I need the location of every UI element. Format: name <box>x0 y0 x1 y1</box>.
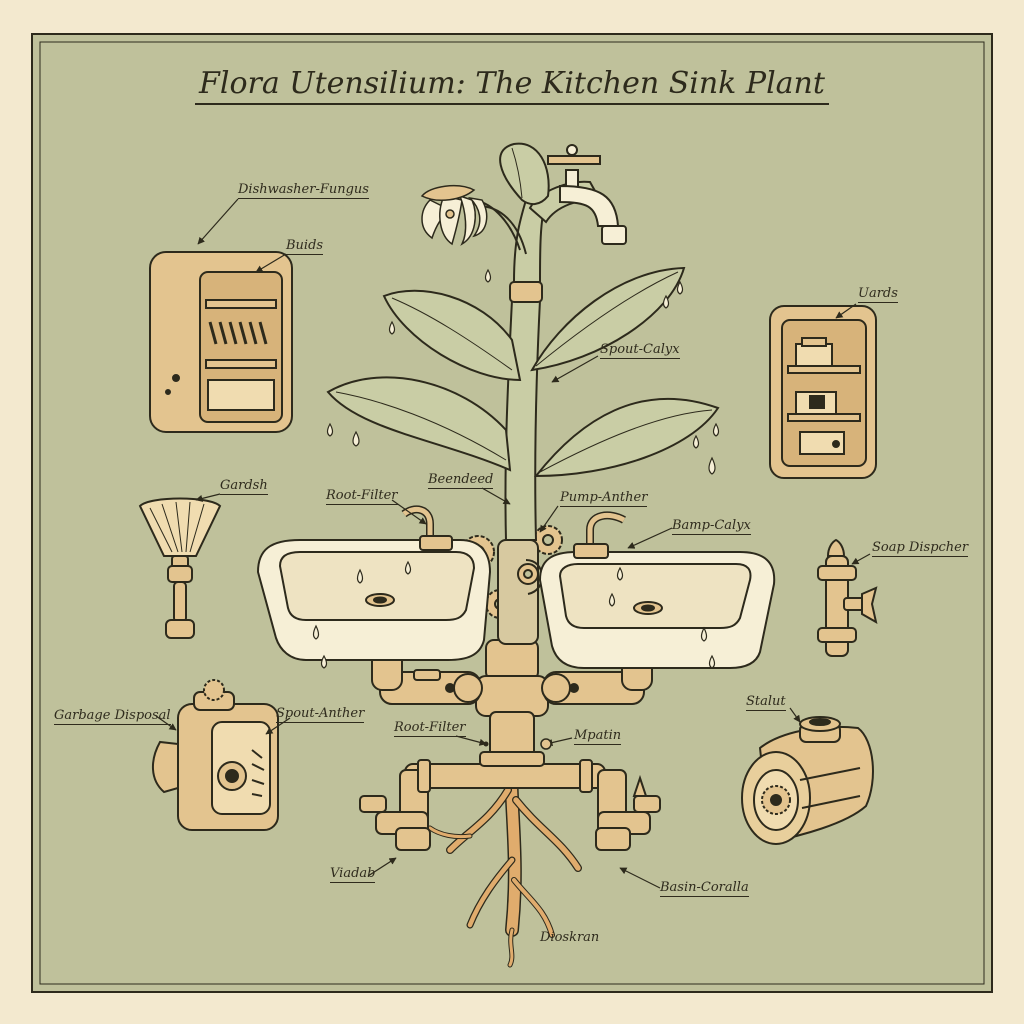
uards-cabinet <box>769 305 877 479</box>
label-spout-calyx: Spout-Calyx <box>600 342 680 359</box>
label-garbage-disposal: Garbage Disposal <box>54 708 171 725</box>
label-soap-dispenser: Soap Dispcher <box>872 540 969 557</box>
label-dioskran: Dioskran <box>540 930 600 945</box>
panel-inner-border <box>39 41 985 985</box>
label-root-filter-lower: Root-Filter <box>394 720 466 737</box>
leader-viadab <box>367 857 397 877</box>
page-title: Flora Utensilium: The Kitchen Sink Plant <box>0 66 1024 105</box>
label-pump-anther: Pump-Anther <box>560 490 648 507</box>
dishwasher-fungus-cabinet <box>149 251 293 433</box>
garbage-disposal-unit <box>152 679 279 831</box>
faucet-spout <box>547 144 627 245</box>
label-matin: Mpatin <box>574 728 622 745</box>
leader-basin-corolla <box>619 867 661 889</box>
right-sink <box>538 511 776 669</box>
lower-pipe-network <box>359 759 661 851</box>
leader-buds <box>255 253 287 273</box>
leader-gardsh <box>195 493 221 502</box>
leader-bendeed <box>481 487 511 505</box>
label-stalut: Stalut <box>746 694 786 711</box>
leader-lines <box>155 198 871 889</box>
stalut-drum <box>741 716 874 845</box>
leader-pump-anther <box>539 505 559 533</box>
leader-uards <box>835 303 857 319</box>
soap-dispenser <box>817 538 878 657</box>
gardsh-strainer <box>138 497 222 639</box>
leader-bamp-calyx <box>627 527 673 549</box>
label-basin-corolla: Basin-Coralla <box>660 880 749 897</box>
label-bendeed: Beendeed <box>428 472 494 489</box>
flower-bloom <box>420 184 488 246</box>
water-droplets <box>312 268 720 669</box>
leader-spout-anther <box>265 717 291 735</box>
plant-leaves <box>326 142 720 478</box>
leader-soap <box>851 553 871 565</box>
leader-dishwasher-fungus <box>197 198 239 245</box>
label-gardsh: Gardsh <box>220 478 268 495</box>
label-bamp-calyx: Bamp-Calyx <box>672 518 751 535</box>
leader-garbage <box>155 715 177 731</box>
root-system <box>427 735 582 968</box>
leader-root-filter-upper <box>391 499 427 525</box>
label-spout-anther: Spout-Anther <box>276 706 365 723</box>
label-viadab: Viadab <box>330 866 376 883</box>
leader-spout-calyx <box>551 355 599 383</box>
label-uards: Uards <box>858 286 898 303</box>
label-dishwasher-fungus: Dishwasher-Fungus <box>238 182 369 199</box>
label-buds: Buids <box>286 238 324 255</box>
leader-stalut <box>789 707 801 723</box>
leader-root-filter-lower <box>455 735 487 746</box>
label-root-filter-upper: Root-Filter <box>326 488 398 505</box>
